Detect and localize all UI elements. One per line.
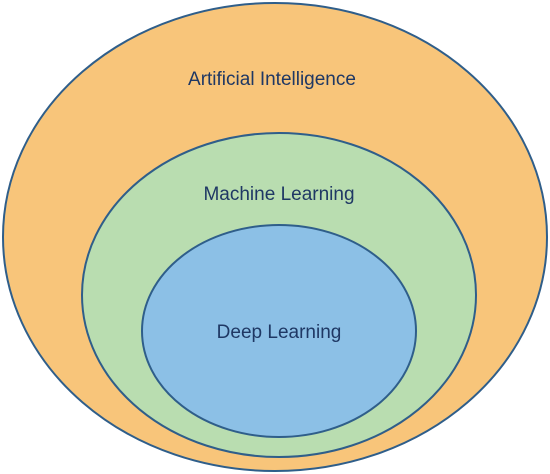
deep-learning-ellipse [141, 224, 417, 438]
machine-learning-label: Machine Learning [203, 184, 354, 205]
artificial-intelligence-label: Artificial Intelligence [188, 69, 356, 90]
deep-learning-label: Deep Learning [217, 322, 342, 343]
